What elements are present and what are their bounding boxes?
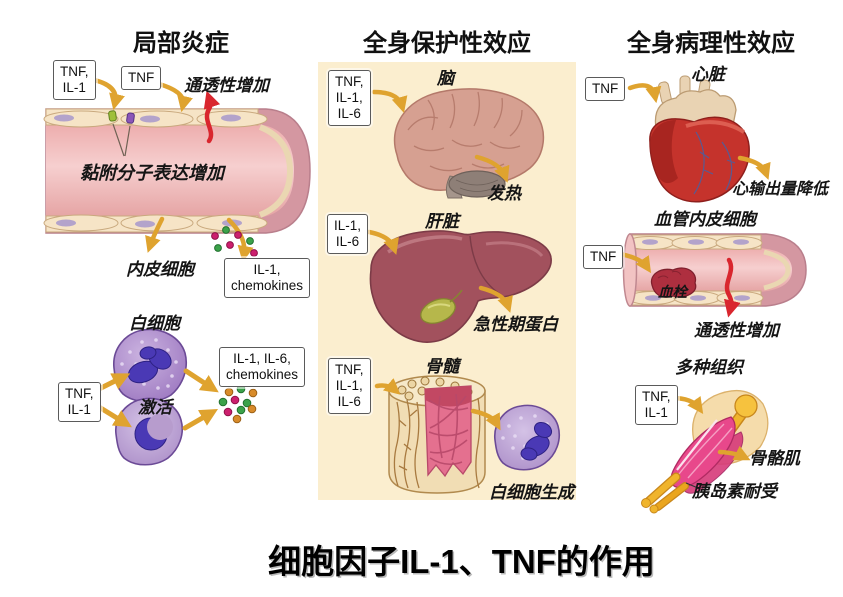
- arrow-upper-cell-secretion: [183, 368, 219, 393]
- arrow-brain-to-fever: [474, 154, 510, 183]
- label-brain: 脑: [437, 69, 454, 89]
- cytokine-box-marrow: TNF, IL-1, IL-6: [328, 358, 371, 414]
- label-thrombus: 血栓: [658, 284, 687, 301]
- neutrophil-cell-illustration: [113, 328, 187, 403]
- arrow-permeability-down-icon: [723, 257, 741, 318]
- label-permeability-increase-systemic: 通透性增加: [694, 321, 779, 341]
- arrow-liver-to-acute-phase: [478, 285, 513, 313]
- blood-vessel-illustration-local: [43, 108, 311, 234]
- arrow-tnf-to-endothelium: [156, 81, 193, 113]
- label-liver: 肝脏: [425, 212, 459, 232]
- cytokine-box-line: IL-1, IL-6,: [233, 351, 291, 366]
- label-insulin-resistance: 胰岛素耐受: [692, 482, 777, 502]
- bone-marrow-illustration: [388, 375, 486, 494]
- arrow-activate-upper-cell: [96, 373, 131, 392]
- label-skeletal-muscle: 骨骼肌: [749, 449, 800, 469]
- cytokine-box-line: IL-1: [62, 79, 86, 95]
- arrow-tnf-il1-to-endothelium: [91, 77, 125, 111]
- arrow-cytokines-to-marrow: [374, 378, 401, 395]
- arrow-heart-to-output: [737, 155, 771, 180]
- cytokine-box-brain: TNF, IL-1, IL-6: [328, 70, 371, 126]
- label-vascular-endothelium: 血管内皮细胞: [654, 210, 756, 230]
- adhesion-molecule-icons: [108, 110, 135, 157]
- label-reduced-cardiac-output: 心输出量降低: [732, 179, 829, 198]
- cytokine-box-line: IL-6: [335, 233, 360, 249]
- label-acute-phase-proteins: 急性期蛋白: [473, 315, 558, 335]
- label-endothelial-cells: 内皮细胞: [126, 260, 194, 280]
- label-permeability-increase-local: 通透性增加: [184, 76, 269, 96]
- cytokine-box-line: IL-1: [67, 401, 91, 417]
- label-fever: 发热: [487, 184, 521, 204]
- cytokine-box-tnf-il1-leukocyte: TNF, IL-1: [58, 382, 101, 422]
- label-activation: 激活: [138, 398, 172, 418]
- cytokine-box-il1-chemokines: IL-1, chemokines: [224, 258, 311, 298]
- label-heart: 心脏: [691, 65, 725, 85]
- cytokine-box-tnf-il1-tissues: TNF, IL-1: [635, 385, 678, 425]
- cytokine-box-line: IL-6: [337, 105, 361, 121]
- arrow-lower-cell-secretion: [182, 408, 219, 431]
- cytokine-box-tnf-vessel: TNF: [121, 66, 162, 90]
- cytokine-box-tnf-endothelium: TNF: [583, 245, 624, 269]
- thrombus-blob: [650, 267, 697, 298]
- heading-systemic-pathologic: 全身病理性效应: [627, 30, 795, 57]
- label-adhesion-molecules: 黏附分子表达增加: [80, 163, 224, 184]
- heart-illustration: [649, 75, 750, 203]
- cytokine-box-line: TNF,: [642, 389, 671, 404]
- arrow-cytokines-to-liver: [366, 229, 399, 255]
- cytokine-dots-activation: [218, 384, 258, 424]
- blood-vessel-illustration-thrombus: [622, 233, 807, 307]
- cytokine-box-il1-il6-chemokines: IL-1, IL-6, chemokines: [219, 347, 306, 387]
- label-leukocytes: 白细胞: [129, 314, 180, 334]
- muscle-bone-illustration: [641, 389, 769, 514]
- new-leukocyte-cell-illustration: [494, 404, 561, 471]
- heading-local-inflammation: 局部炎症: [133, 30, 229, 57]
- cytokine-box-line: IL-6: [337, 393, 361, 409]
- cytokine-box-liver: IL-1, IL-6: [327, 214, 369, 254]
- arrow-cytokines-to-brain: [371, 89, 408, 114]
- cytokine-box-line: IL-1: [644, 404, 668, 420]
- heading-systemic-protective: 全身保护性效应: [363, 30, 531, 57]
- cytokine-box-line: TNF,: [335, 74, 364, 89]
- label-bone-marrow: 骨髓: [425, 357, 459, 377]
- cytokine-box-line: chemokines: [231, 277, 304, 293]
- cytokine-box-line: TNF,: [60, 64, 89, 79]
- arrow-activate-lower-cell: [96, 404, 132, 428]
- cytokine-box-line: IL-1,: [334, 218, 362, 233]
- label-multiple-tissues: 多种组织: [675, 358, 743, 378]
- label-leukocyte-production: 白细胞生成: [489, 483, 574, 503]
- arrow-permeability-up-icon: [203, 90, 221, 144]
- cytokine-box-line: IL-1,: [253, 262, 281, 277]
- arrow-tnf-to-vessel: [617, 251, 652, 274]
- arrow-marrow-to-leukocyte: [470, 408, 501, 431]
- cytokine-box-tnf-il1-vessel: TNF, IL-1: [53, 60, 96, 100]
- cytokine-box-line: TNF,: [65, 386, 94, 401]
- arrow-tnf-to-heart: [627, 83, 662, 104]
- arrow-to-endothelium-label: [145, 216, 165, 253]
- liver-illustration: [369, 230, 552, 343]
- cytokine-box-line: IL-1,: [335, 89, 363, 105]
- figure-title: 细胞因子IL-1、TNF的作用: [268, 543, 655, 580]
- monocyte-cell-illustration: [115, 397, 184, 466]
- cytokine-box-line: chemokines: [226, 366, 299, 382]
- arrow-chemokine-secretion: [226, 217, 254, 263]
- cytokine-box-line: IL-1,: [335, 377, 363, 393]
- cytokine-box-tnf-heart: TNF: [585, 77, 626, 101]
- arrow-tissue-to-muscle: [717, 445, 751, 461]
- cytokine-dots-vessel: [211, 226, 258, 257]
- cytokine-box-line: TNF,: [335, 362, 364, 377]
